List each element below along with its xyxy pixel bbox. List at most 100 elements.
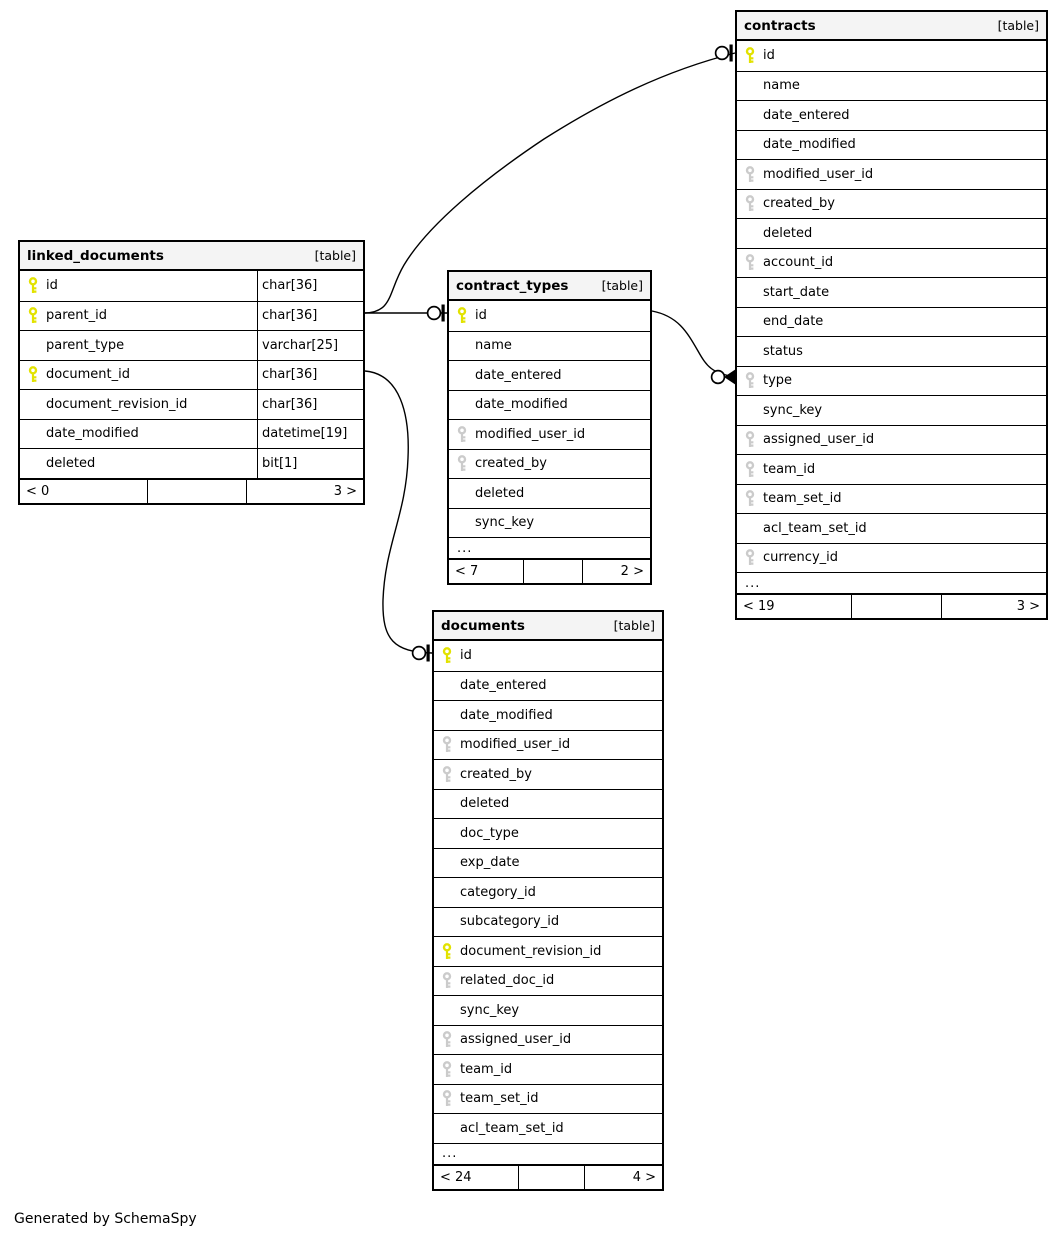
foreign-key-icon — [434, 972, 460, 989]
column-row-created_by: created_by — [434, 759, 662, 789]
column-name: document_revision_id — [460, 943, 602, 959]
cardinality-circle — [714, 45, 730, 61]
column-name: sync_key — [763, 402, 823, 418]
column-name: parent_id — [46, 308, 107, 324]
column-row-deleted: deleted — [449, 478, 650, 508]
column-type: char[36] — [257, 271, 363, 301]
column-name: date_entered — [763, 107, 850, 123]
column-name: created_by — [460, 766, 532, 782]
column-name: date_entered — [460, 678, 547, 694]
column-row-modified_user_id: modified_user_id — [449, 419, 650, 449]
column-name: acl_team_set_id — [763, 520, 867, 536]
column-name: assigned_user_id — [763, 432, 875, 448]
column-name: subcategory_id — [460, 914, 560, 930]
column-row-sync_key: sync_key — [434, 995, 662, 1025]
table-footer: < 7 2 > — [449, 558, 650, 583]
column-name: date_modified — [763, 137, 856, 153]
foreign-key-icon — [737, 165, 763, 183]
column-name: category_id — [460, 884, 536, 900]
primary-key-icon — [434, 647, 460, 664]
table-header: documents[table] — [434, 612, 662, 641]
column-name: exp_date — [460, 855, 520, 871]
table-header: contracts[table] — [737, 12, 1046, 41]
footer-parents-count: 4 > — [584, 1165, 662, 1189]
column-row-doc_type: doc_type — [434, 818, 662, 848]
column-name: type — [763, 373, 793, 389]
column-name: name — [475, 338, 512, 354]
column-name: date_entered — [475, 367, 562, 383]
foreign-key-icon — [737, 431, 763, 448]
column-name: team_id — [763, 461, 816, 477]
cardinality-circle — [411, 645, 427, 661]
primary-key-icon — [737, 47, 763, 64]
table-name[interactable]: linked_documents — [27, 247, 164, 264]
column-name: sync_key — [460, 1002, 520, 1018]
column-row-assigned_user_id: assigned_user_id — [434, 1024, 662, 1055]
foreign-key-icon — [737, 372, 763, 389]
foreign-key-icon — [737, 460, 763, 478]
footer-middle-cell — [518, 1165, 584, 1189]
cardinality-one-bar — [441, 304, 445, 322]
cardinality-circle — [426, 305, 442, 321]
cardinality-many-arrow — [724, 369, 736, 385]
footer-middle-cell — [146, 479, 246, 503]
column-row-name: name — [449, 330, 650, 361]
table-documents[interactable]: documents[table] id date_entered date_modif… — [432, 610, 664, 1191]
column-name: team_set_id — [460, 1091, 539, 1107]
column-row-date_entered: date_entered — [449, 360, 650, 390]
column-row-end_date: end_date — [737, 306, 1046, 337]
column-name: team_set_id — [763, 491, 842, 507]
cardinality-one-bar — [729, 44, 733, 62]
cardinality-circle — [710, 369, 726, 385]
footer-parents-count: 2 > — [581, 560, 650, 583]
column-row-sync_key: sync_key — [737, 395, 1046, 425]
table-type-badge: [table] — [314, 248, 356, 263]
column-row-modified_user_id: modified_user_id — [737, 159, 1046, 189]
column-name: parent_type — [46, 337, 125, 353]
column-name: acl_team_set_id — [460, 1120, 564, 1136]
column-row-sync_key: sync_key — [449, 507, 650, 538]
table-type-badge: [table] — [601, 278, 643, 293]
column-row-document_revision_id: document_revision_id — [434, 936, 662, 966]
foreign-key-icon — [434, 1060, 460, 1078]
column-row-id: id — [737, 41, 1046, 71]
column-name: document_revision_id — [46, 396, 188, 412]
footer-parents-count: 3 > — [246, 479, 363, 503]
column-row-related_doc_id: related_doc_id — [434, 965, 662, 996]
more-columns-ellipsis: ... — [737, 572, 1046, 593]
column-row-date_entered: date_entered — [737, 100, 1046, 130]
column-name: doc_type — [460, 825, 519, 841]
foreign-key-icon — [737, 549, 763, 566]
column-name: team_id — [460, 1061, 513, 1077]
column-name: currency_id — [763, 550, 839, 566]
column-type: datetime[19] — [257, 419, 363, 448]
column-name: deleted — [475, 485, 525, 501]
column-row-modified_user_id: modified_user_id — [434, 729, 662, 760]
footer-children-count: < 7 — [455, 564, 479, 579]
column-row-deleted: deleted — [737, 218, 1046, 248]
column-name: account_id — [763, 255, 834, 271]
column-type: varchar[25] — [257, 331, 363, 360]
column-name: id — [460, 648, 472, 664]
column-row-subcategory_id: subcategory_id — [434, 906, 662, 937]
table-name[interactable]: contracts — [744, 17, 816, 34]
foreign-key-icon — [737, 195, 763, 212]
column-name: modified_user_id — [475, 426, 586, 442]
foreign-key-icon — [434, 1031, 460, 1048]
table-name[interactable]: documents — [441, 617, 525, 634]
table-name[interactable]: contract_types — [456, 277, 569, 294]
column-row-date_modified: date_modified — [434, 700, 662, 730]
column-row-assigned_user_id: assigned_user_id — [737, 424, 1046, 455]
column-type: char[36] — [257, 301, 363, 330]
edge-one: linked_documents.document_id to document… — [364, 370, 433, 654]
footer-middle-cell — [523, 560, 581, 583]
